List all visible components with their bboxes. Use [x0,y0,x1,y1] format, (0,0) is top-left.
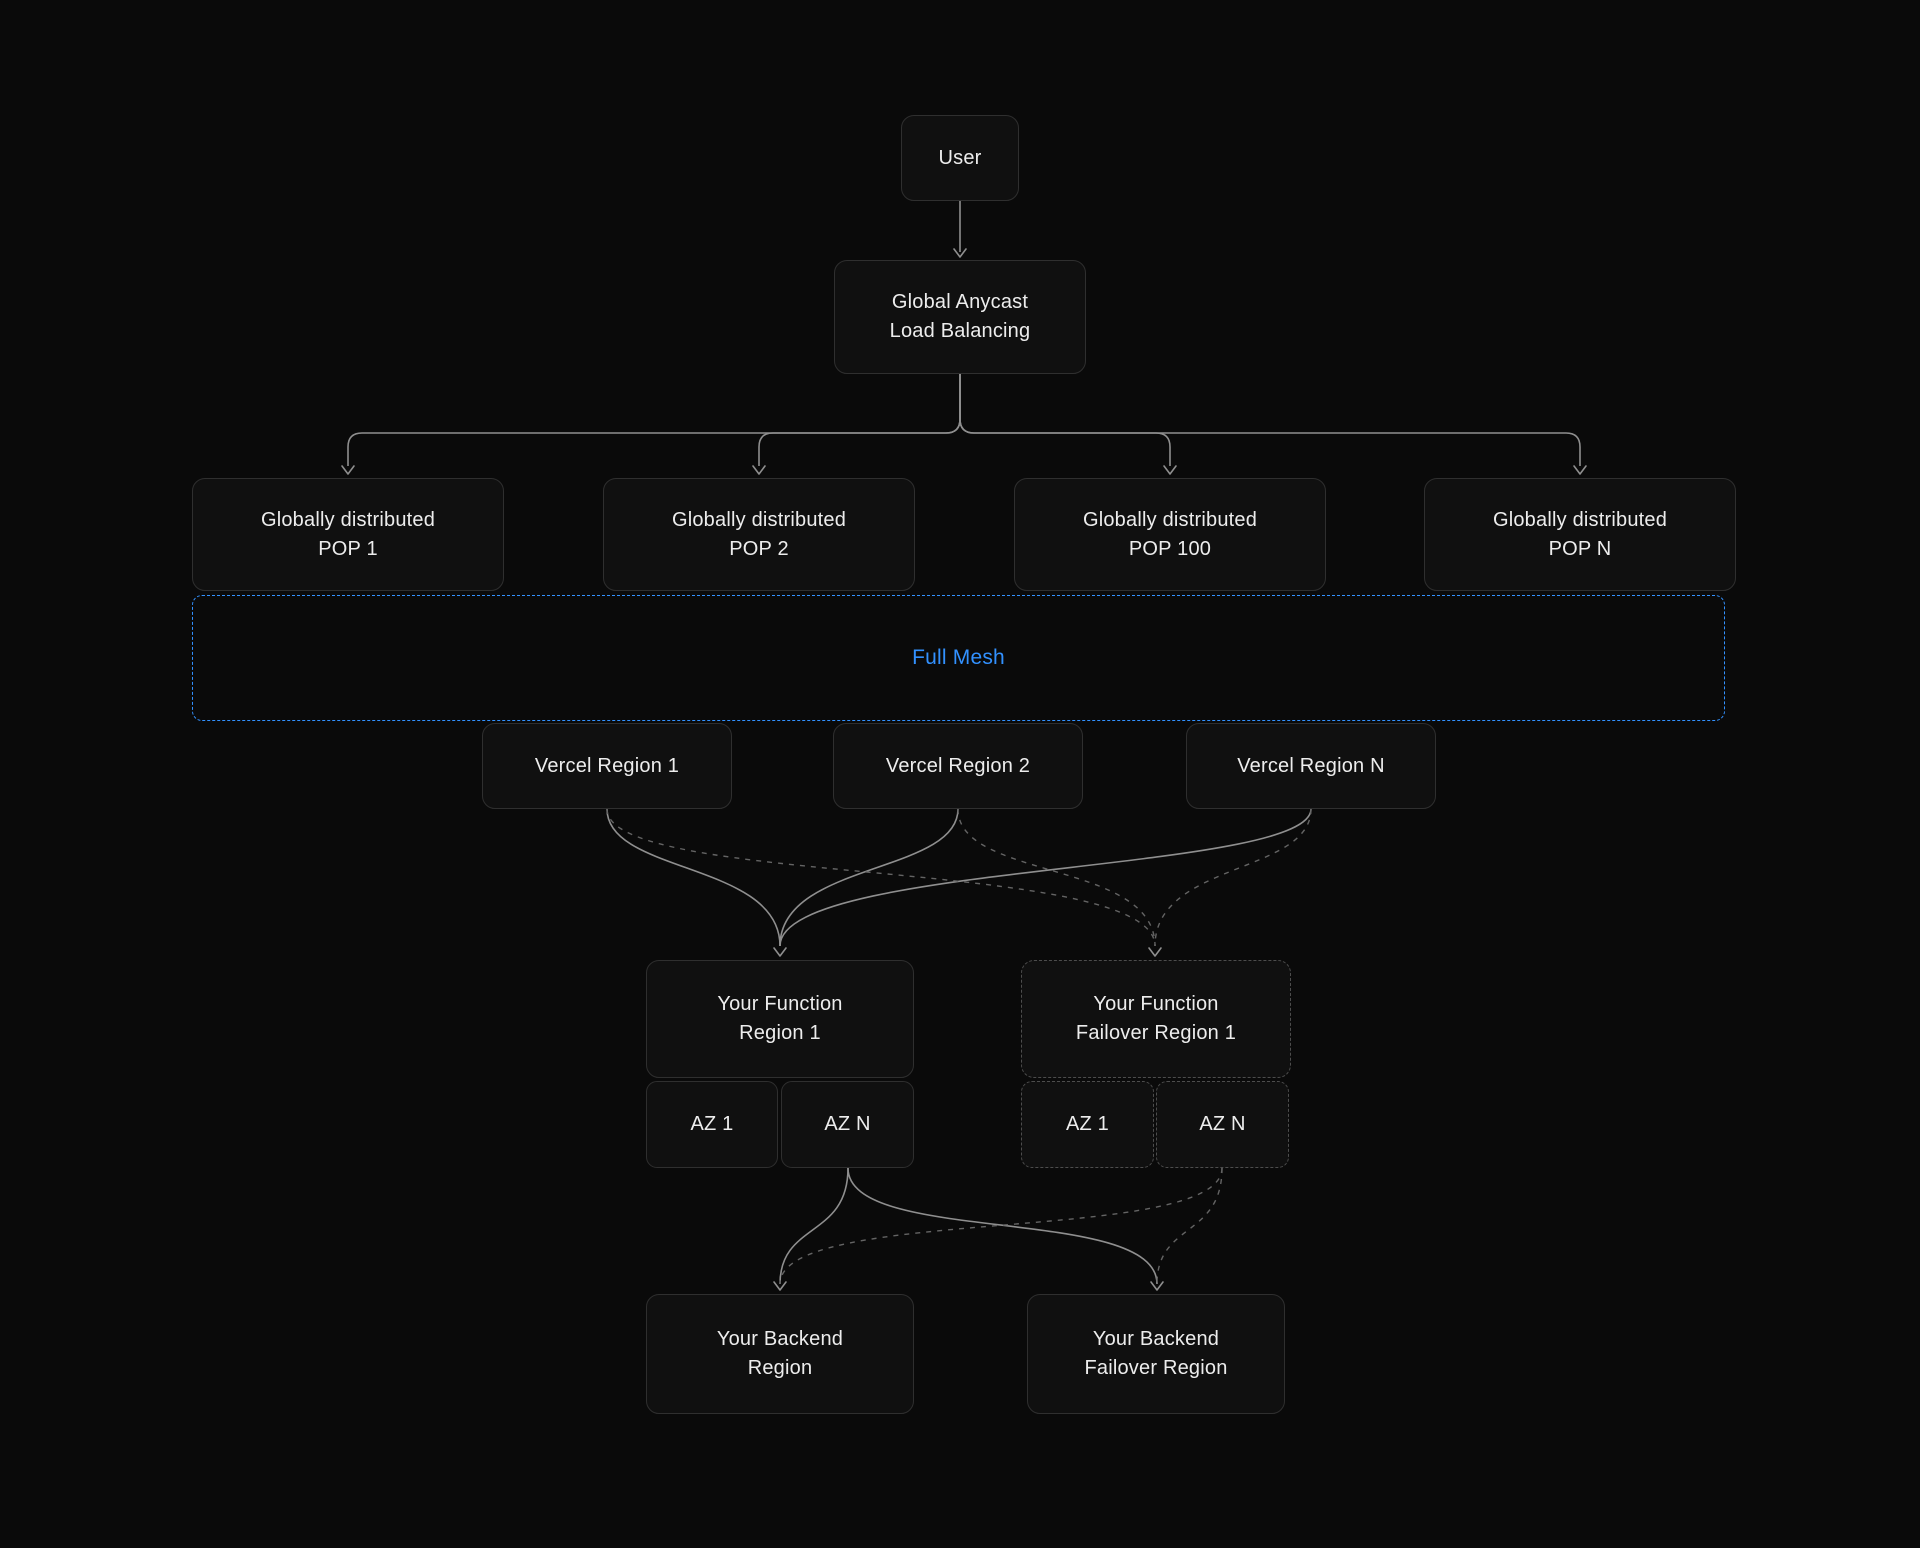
edge-vr1-to-failover [606,808,1156,947]
node-backend-region: Your Backend Region [646,1294,914,1414]
arrowhead-popn [1573,465,1587,475]
arrowhead-backend-failover [1150,1281,1164,1291]
edge-lb-to-pop100 [959,374,1171,466]
node-function-region-1: Your Function Region 1 [646,960,914,1078]
node-vercel-region-2: Vercel Region 2 [833,723,1083,809]
arrowhead-pop100 [1163,465,1177,475]
node-function-region-line2: Region 1 [739,1022,821,1044]
node-backend-region-line2: Region [747,1357,813,1379]
arrowhead-lb [953,248,967,258]
node-vercel-region-2-label: Vercel Region 2 [885,754,1031,777]
node-load-balancer: Global Anycast Load Balancing [834,260,1086,374]
node-vercel-region-1-label: Vercel Region 1 [534,754,680,777]
node-function-failover-line1: Your Function [1093,993,1219,1015]
node-pop-n-line2: POP N [1548,537,1612,560]
node-failover-az-1-label: AZ 1 [1065,1113,1110,1135]
node-function-region-line1: Your Function [717,993,843,1015]
edge-vr2-to-failover [957,808,1156,947]
node-pop-n: Globally distributed POP N [1424,478,1736,591]
node-failover-az-n: AZ N [1156,1081,1289,1168]
node-user: User [901,115,1019,201]
node-pop-2-line2: POP 2 [729,537,789,560]
node-pop-100-line1: Globally distributed [1082,508,1258,531]
node-function-az-1: AZ 1 [646,1081,778,1168]
arrowhead-function [773,947,787,957]
node-failover-az-n-label: AZ N [1199,1113,1246,1135]
node-pop-n-line1: Globally distributed [1492,508,1668,531]
node-vercel-region-n-label: Vercel Region N [1237,754,1385,777]
edge-lb-to-pop1 [347,374,961,466]
node-function-az-n: AZ N [781,1081,914,1168]
node-pop-1-line2: POP 1 [318,537,378,560]
arrowhead-function-failover [1148,947,1162,957]
edge-lb-to-pop2 [758,374,961,466]
node-function-failover-region-1: Your Function Failover Region 1 [1021,960,1291,1078]
node-backend-region-line1: Your Backend [716,1328,844,1350]
edge-azn-to-backend-failover [847,1167,1158,1285]
edge-vrn-to-function [779,808,1312,947]
node-backend-failover-region: Your Backend Failover Region [1027,1294,1285,1414]
edge-vr1-to-function [606,808,781,947]
edge-azn-to-backend [779,1167,849,1285]
edge-lb-to-popn [959,374,1581,466]
node-pop-1: Globally distributed POP 1 [192,478,504,591]
node-backend-failover-line1: Your Backend [1092,1328,1220,1350]
arrowhead-backend [773,1281,787,1291]
node-load-balancer-line1: Global Anycast [891,291,1029,313]
node-backend-failover-line2: Failover Region [1084,1357,1228,1379]
edge-failover-azn-to-backend-failover [1156,1167,1223,1285]
node-pop-100: Globally distributed POP 100 [1014,478,1326,591]
node-user-label: User [938,146,982,169]
node-function-failover-line2: Failover Region 1 [1075,1022,1237,1044]
edge-vrn-to-failover [1154,808,1312,947]
node-pop-100-line2: POP 100 [1128,537,1212,560]
arrowhead-pop1 [341,465,355,475]
edge-failover-azn-to-backend [779,1167,1223,1285]
arrowhead-pop2 [752,465,766,475]
node-function-az-1-label: AZ 1 [690,1113,734,1135]
node-vercel-region-1: Vercel Region 1 [482,723,732,809]
node-pop-1-line1: Globally distributed [260,508,436,531]
node-load-balancer-line2: Load Balancing [889,320,1031,342]
node-failover-az-1: AZ 1 [1021,1081,1154,1168]
edge-vr2-to-function [779,808,959,947]
full-mesh-group: Full Mesh [192,595,1725,721]
node-pop-2: Globally distributed POP 2 [603,478,915,591]
node-pop-2-line1: Globally distributed [671,508,847,531]
node-function-az-n-label: AZ N [824,1113,871,1135]
full-mesh-label: Full Mesh [912,646,1005,669]
node-vercel-region-n: Vercel Region N [1186,723,1436,809]
